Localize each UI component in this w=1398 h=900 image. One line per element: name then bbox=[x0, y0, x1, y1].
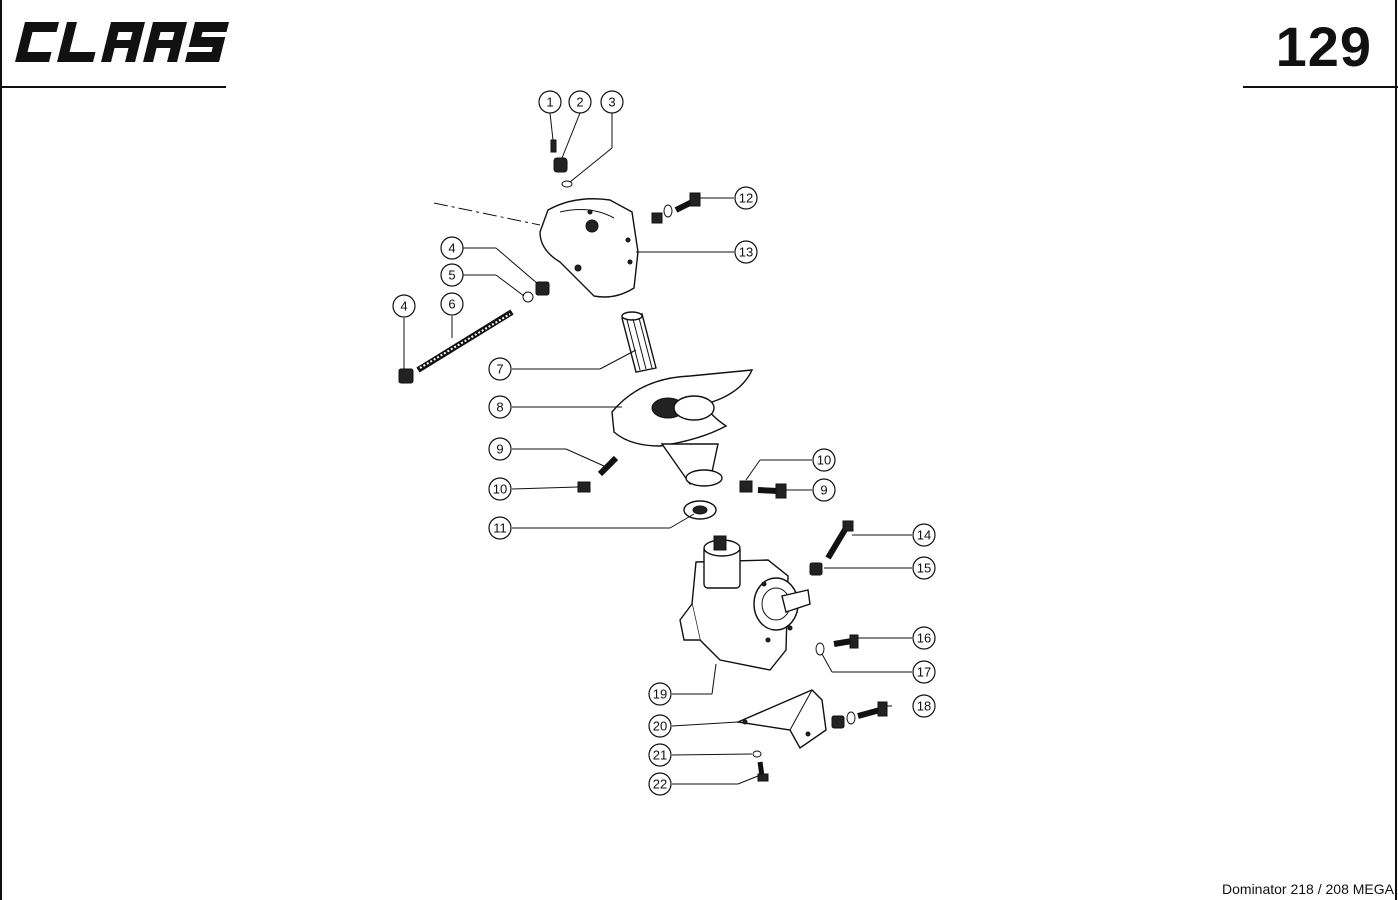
callout-11: 11 bbox=[488, 516, 512, 540]
callout-label: 21 bbox=[653, 748, 667, 763]
callout-label: 17 bbox=[917, 665, 931, 680]
left-border bbox=[0, 0, 2, 900]
bolt-18-assembly bbox=[831, 701, 888, 729]
bolt-14-nut-15 bbox=[809, 520, 854, 576]
callout-12: 12 bbox=[734, 186, 758, 210]
callout-17: 17 bbox=[912, 660, 936, 684]
callout-label: 12 bbox=[739, 191, 753, 206]
callout-label: 10 bbox=[493, 482, 507, 497]
callout-10b: 10 bbox=[812, 448, 836, 472]
callout-6: 6 bbox=[440, 292, 464, 316]
callout-label: 22 bbox=[653, 777, 667, 792]
axis-line bbox=[433, 202, 541, 226]
callout-20: 20 bbox=[648, 714, 672, 738]
washer-11 bbox=[683, 500, 717, 520]
callout-7: 7 bbox=[488, 357, 512, 381]
nut-washer-4-5 bbox=[522, 281, 550, 303]
claas-logo bbox=[15, 22, 230, 62]
callout-label: 19 bbox=[653, 687, 667, 702]
splined-shaft-7 bbox=[621, 311, 657, 373]
callout-3: 3 bbox=[600, 90, 624, 114]
callout-14: 14 bbox=[912, 523, 936, 547]
callout-label: 18 bbox=[917, 699, 931, 714]
callout-22: 22 bbox=[648, 772, 672, 796]
callout-label: 4 bbox=[400, 299, 407, 314]
callout-9b: 9 bbox=[812, 478, 836, 502]
callout-label: 9 bbox=[496, 442, 503, 457]
callout-label: 4 bbox=[448, 241, 455, 256]
callout-4a: 4 bbox=[440, 236, 464, 260]
bolt-16-washer-17 bbox=[815, 634, 859, 656]
page-number: 129 bbox=[1275, 15, 1372, 78]
washer-21-screw-22 bbox=[752, 750, 769, 782]
callout-label: 16 bbox=[917, 631, 931, 646]
callout-21: 21 bbox=[648, 743, 672, 767]
right-border bbox=[1395, 0, 1397, 900]
threaded-rod-6 bbox=[398, 309, 514, 384]
callout-10a: 10 bbox=[488, 477, 512, 501]
bracket-20 bbox=[735, 689, 827, 750]
callout-5: 5 bbox=[440, 263, 464, 287]
callout-8: 8 bbox=[488, 395, 512, 419]
header-rule-right bbox=[1243, 86, 1398, 88]
callout-15: 15 bbox=[912, 556, 936, 580]
callout-label: 10 bbox=[817, 453, 831, 468]
grease-nipple-parts bbox=[550, 139, 573, 188]
bolts-9-nuts-10 bbox=[577, 455, 787, 499]
cover-housing bbox=[539, 198, 639, 298]
callout-1: 1 bbox=[538, 90, 562, 114]
callout-label: 20 bbox=[653, 719, 667, 734]
callout-label: 6 bbox=[448, 297, 455, 312]
callout-label: 5 bbox=[448, 268, 455, 283]
gearbox-19 bbox=[679, 535, 811, 671]
callout-label: 15 bbox=[917, 561, 931, 576]
callout-13: 13 bbox=[734, 240, 758, 264]
leader-lines bbox=[403, 112, 912, 785]
header-rule-left bbox=[0, 86, 226, 88]
callout-label: 13 bbox=[739, 245, 753, 260]
callout-16: 16 bbox=[912, 626, 936, 650]
callout-label: 8 bbox=[496, 400, 503, 415]
callout-label: 9 bbox=[820, 483, 827, 498]
callout-4b: 4 bbox=[392, 294, 416, 318]
bolt-12-assembly bbox=[651, 192, 701, 224]
callout-18: 18 bbox=[912, 694, 936, 718]
callout-label: 7 bbox=[496, 362, 503, 377]
auger-flight-8 bbox=[611, 369, 754, 487]
callout-2: 2 bbox=[568, 90, 592, 114]
callout-label: 14 bbox=[917, 528, 931, 543]
callout-label: 11 bbox=[493, 521, 507, 536]
callout-label: 3 bbox=[608, 95, 615, 110]
callout-label: 1 bbox=[546, 95, 553, 110]
callout-9a: 9 bbox=[488, 437, 512, 461]
callout-label: 2 bbox=[576, 95, 583, 110]
model-footer: Dominator 218 / 208 MEGA bbox=[1222, 881, 1394, 897]
callout-19: 19 bbox=[648, 682, 672, 706]
